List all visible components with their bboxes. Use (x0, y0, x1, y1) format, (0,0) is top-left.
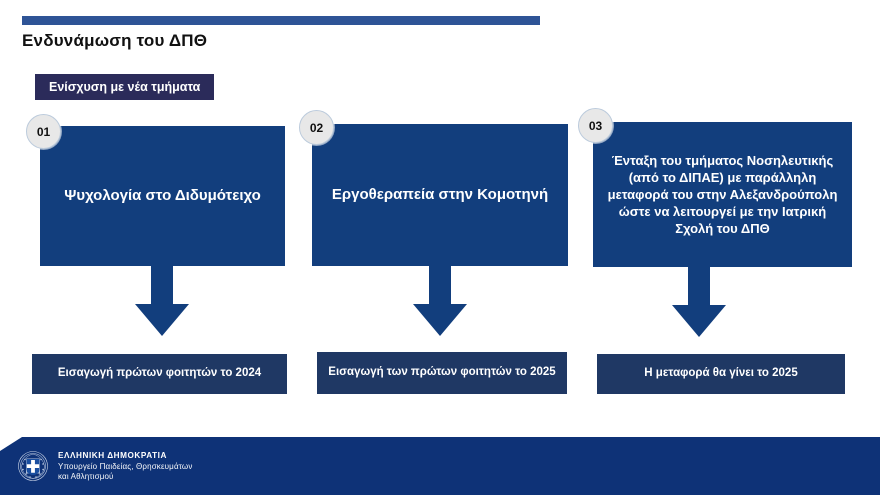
down-arrow-icon-1-stem (151, 266, 173, 304)
down-arrow-icon-3-head (672, 305, 726, 337)
step-result-1-text: Εισαγωγή πρώτων φοιτητών το 2024 (57, 367, 262, 380)
step-result-2: Εισαγωγή των πρώτων φοιτητών το 2025 (317, 352, 567, 394)
step-number-badge-2: 02 (299, 110, 334, 145)
page-title: Ενδυνάμωση του ΔΠΘ (22, 31, 208, 50)
step-card-3-text: Ένταξη του τμήματος Νοσηλευτικής (από το… (607, 152, 838, 237)
step-card-2: Εργοθεραπεία στην Κομοτηνή (312, 124, 568, 266)
top-accent-bar (22, 16, 540, 25)
down-arrow-icon-2-stem (429, 266, 451, 304)
footer-text-block: ΕΛΛΗΝΙΚΗ ΔΗΜΟΚΡΑΤΙΑ Υπουργείο Παιδείας, … (58, 451, 192, 482)
step-number-badge-1: 01 (26, 114, 61, 149)
down-arrow-icon-3-stem (688, 267, 710, 305)
step-result-2-text: Εισαγωγή των πρώτων φοιτητών το 2025 (328, 366, 556, 379)
step-number-badge-3: 03 (578, 108, 613, 143)
step-result-3: Η μεταφορά θα γίνει το 2025 (597, 354, 845, 394)
footer-line-1: ΕΛΛΗΝΙΚΗ ΔΗΜΟΚΡΑΤΙΑ (58, 451, 167, 460)
step-card-2-text: Εργοθεραπεία στην Κομοτηνή (331, 186, 549, 204)
steps-container: 01 Ψυχολογία στο Διδυμότειχο Εισαγωγή πρ… (26, 108, 852, 394)
down-arrow-icon-1-head (135, 304, 189, 336)
step-card-3: Ένταξη του τμήματος Νοσηλευτικής (από το… (593, 122, 852, 267)
step-result-1: Εισαγωγή πρώτων φοιτητών το 2024 (32, 354, 287, 394)
subtitle-badge: Ενίσχυση με νέα τμήματα (35, 74, 215, 100)
step-result-3-text: Η μεταφορά θα γίνει το 2025 (644, 367, 798, 380)
step-card-1-text: Ψυχολογία στο Διδυμότειχο (64, 187, 261, 205)
greek-republic-emblem-icon (18, 451, 48, 482)
footer-line-3: και Αθλητισμού (58, 471, 114, 481)
footer-line-2: Υπουργείο Παιδείας, Θρησκευμάτων (58, 461, 193, 471)
down-arrow-icon-2-head (413, 304, 467, 336)
footer-bar: ΕΛΛΗΝΙΚΗ ΔΗΜΟΚΡΑΤΙΑ Υπουργείο Παιδείας, … (0, 437, 880, 495)
footer-content: ΕΛΛΗΝΙΚΗ ΔΗΜΟΚΡΑΤΙΑ Υπουργείο Παιδείας, … (18, 451, 192, 482)
step-card-1: Ψυχολογία στο Διδυμότειχο (40, 126, 285, 266)
